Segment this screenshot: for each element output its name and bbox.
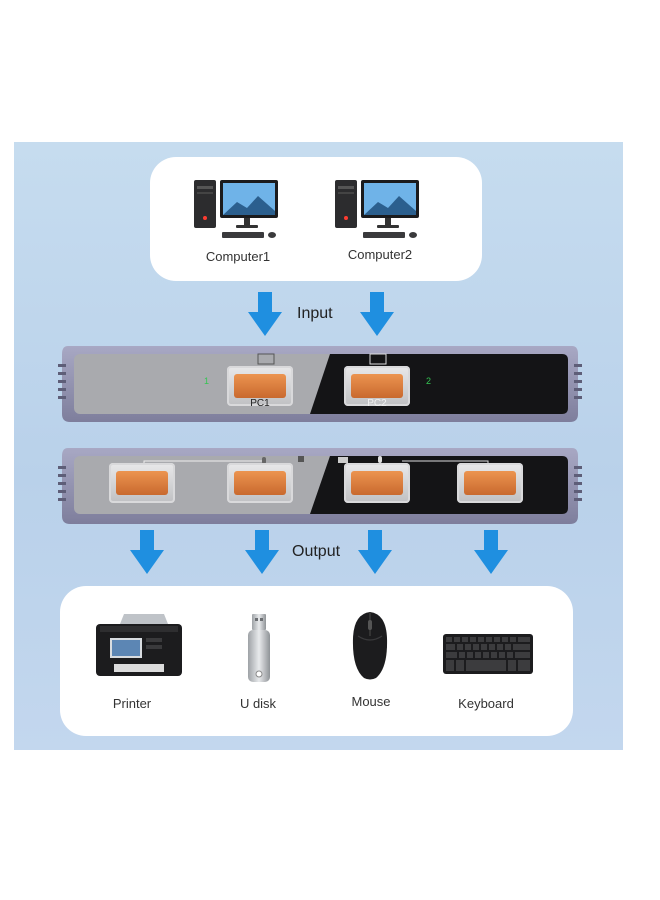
desktop-computer-icon [194, 180, 278, 238]
usb-port-output-1 [109, 463, 175, 503]
keyboard-label: Keyboard [458, 696, 514, 711]
pc2-port-label: PC2 [367, 398, 387, 409]
usb-port-output-3 [344, 463, 410, 503]
printer-label: Printer [112, 696, 152, 711]
down-arrow-icon [130, 530, 164, 574]
computer2-label: Computer2 [347, 247, 413, 262]
down-arrow-icon [474, 530, 508, 574]
indicator-2: 2 [426, 376, 432, 386]
usb-port-output-4 [457, 463, 523, 503]
keyboard-icon [443, 634, 533, 674]
usb-drive-icon [248, 614, 270, 682]
indicator-1: 1 [204, 376, 210, 386]
mouse-icon [352, 612, 388, 680]
down-arrow-icon [358, 530, 392, 574]
input-label: Input [297, 305, 333, 322]
u-disk-label: U disk [239, 696, 277, 711]
desktop-computer-icon [335, 180, 419, 238]
usb-port-pc2 [344, 366, 410, 406]
pc1-port-label: PC1 [250, 398, 270, 409]
kvm-switch-input-side [58, 346, 582, 422]
down-arrow-icon [245, 530, 279, 574]
computer1-label: Computer1 [205, 249, 271, 264]
mouse-label: Mouse [351, 694, 391, 709]
down-arrow-icon [248, 292, 282, 336]
output-label: Output [292, 543, 341, 560]
printer-icon [96, 614, 182, 676]
down-arrow-icon [360, 292, 394, 336]
usb-port-output-2 [227, 463, 293, 503]
usb-port-pc1 [227, 366, 293, 406]
